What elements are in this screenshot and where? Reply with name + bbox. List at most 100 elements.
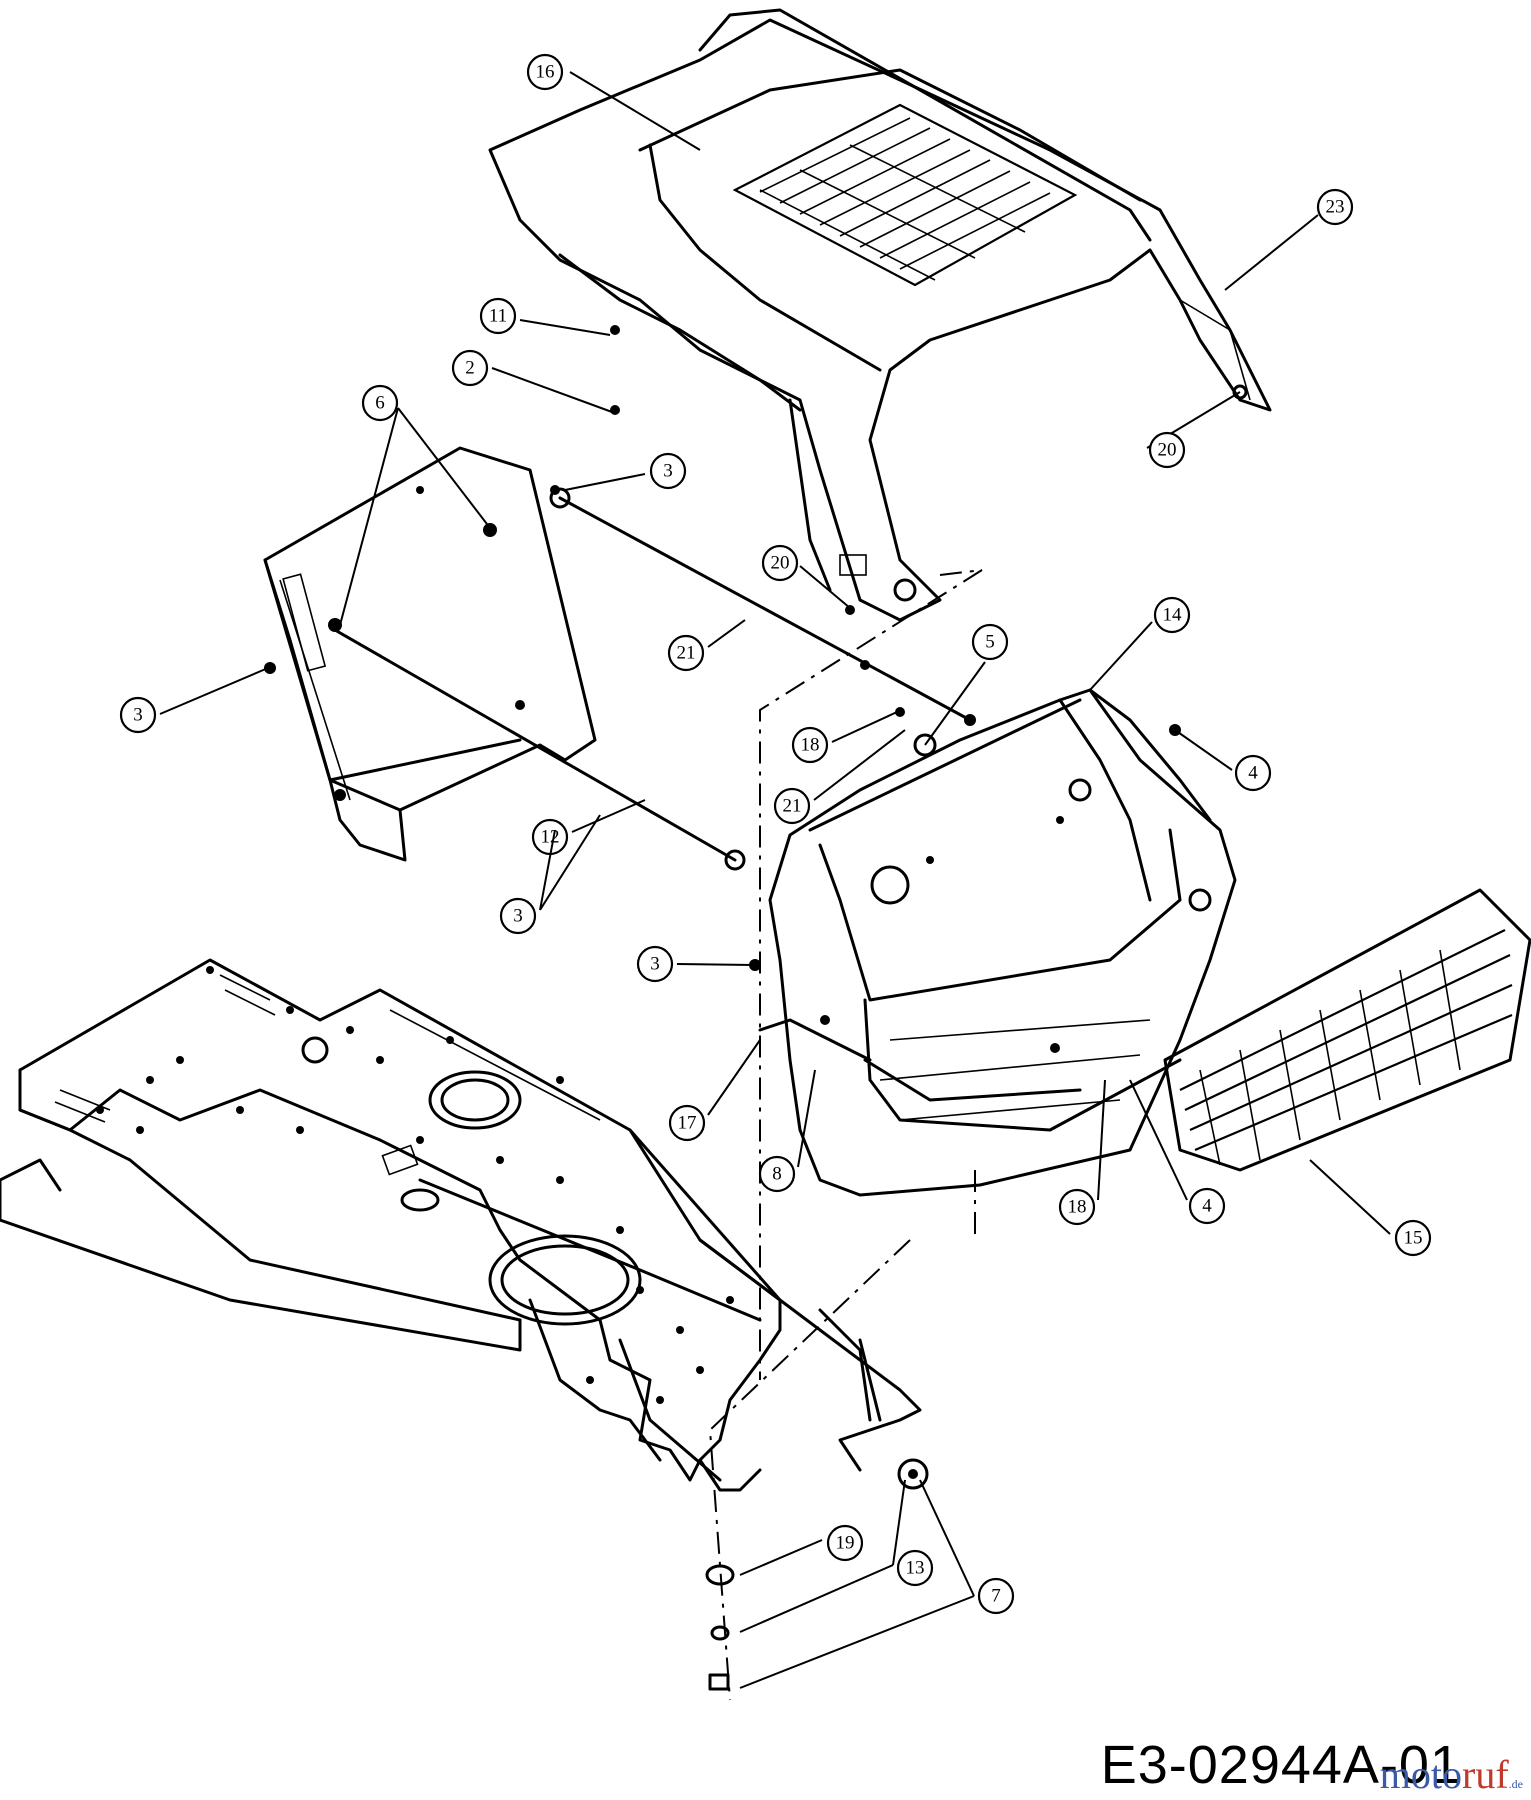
callout-leader-line (1309, 1159, 1391, 1235)
callout-circle (1394, 1219, 1432, 1257)
callout-circle (668, 1104, 706, 1142)
callout-7: 7 (977, 1577, 1015, 1615)
callout-leader-line (519, 319, 611, 336)
callout-number: 21 (783, 796, 802, 817)
callout-21: 21 (667, 634, 705, 672)
callout-circle (977, 1577, 1015, 1615)
callout-leader-line (339, 407, 399, 626)
callout-circle (667, 634, 705, 672)
callout-circle (826, 1524, 864, 1562)
callout-leader-line (1174, 729, 1233, 771)
callout-circle (479, 297, 517, 335)
callout-leader-line (397, 407, 491, 529)
callout-12: 12 (531, 818, 569, 856)
callout-circle (758, 1155, 796, 1193)
callout-leader-line (739, 1539, 823, 1576)
callout-number: 20 (771, 553, 790, 574)
callout-21: 21 (773, 787, 811, 825)
callout-number: 6 (375, 393, 385, 414)
callout-number: 18 (801, 735, 820, 756)
callout-number: 11 (489, 306, 507, 327)
callout-number: 19 (836, 1533, 855, 1554)
callout-3: 3 (119, 696, 157, 734)
callout-number: 5 (985, 632, 995, 653)
callout-leader-line (919, 1479, 975, 1597)
callout-20: 20 (761, 544, 799, 582)
callout-leader-line (569, 71, 701, 151)
callout-11: 11 (479, 297, 517, 335)
callout-4: 4 (1188, 1187, 1226, 1225)
callout-20: 20 (1148, 431, 1186, 469)
callout-leader-line (739, 1564, 894, 1633)
callout-leader-line (739, 1595, 975, 1689)
callout-number: 3 (513, 906, 523, 927)
callout-number: 4 (1248, 763, 1258, 784)
callout-circle (971, 623, 1009, 661)
callout-circle (773, 787, 811, 825)
callout-number: 14 (1163, 605, 1183, 626)
callout-number: 23 (1326, 197, 1345, 218)
callout-leader-line (831, 711, 898, 743)
callout-number: 3 (663, 461, 673, 482)
callout-leader-line (892, 1479, 906, 1566)
site-watermark: motoruf.de (1380, 1751, 1523, 1798)
callout-circle (451, 349, 489, 387)
callout-leader-line (539, 829, 556, 911)
callout-leader-line (1097, 1079, 1106, 1201)
support-rod-part (333, 487, 976, 871)
drawing-code: E3-02944A-01 (1100, 1735, 1461, 1795)
callout-3: 3 (649, 452, 687, 490)
callout-6: 6 (361, 384, 399, 422)
front-nose-part (758, 688, 1237, 1197)
callout-5: 5 (971, 623, 1009, 661)
callout-leader-line (1089, 621, 1153, 691)
dashboard-panel-part (263, 446, 597, 862)
callout-circle (896, 1549, 934, 1587)
callout-leader-line (159, 667, 269, 715)
callout-number: 4 (1202, 1196, 1212, 1217)
callout-number: 20 (1158, 440, 1177, 461)
callout-leader-line (813, 729, 906, 801)
callout-18: 18 (791, 726, 829, 764)
callout-leader-line (707, 619, 746, 648)
callout-leader-line (539, 814, 601, 911)
callout-17: 17 (668, 1104, 706, 1142)
callout-number: 17 (678, 1113, 697, 1134)
watermark-part-b: ruf (1462, 1752, 1509, 1797)
callout-number: 7 (991, 1586, 1001, 1607)
callout-number: 16 (536, 62, 555, 83)
callout-number: 3 (650, 954, 660, 975)
callout-circle (1148, 431, 1186, 469)
callout-leader-line (797, 1069, 816, 1168)
callout-8: 8 (758, 1155, 796, 1193)
callout-labels: 16 23 11 2 6 3 20 20 21 5 14 3 4 18 21 12 3 3 17 8 18 4 15 19 13… (119, 53, 1432, 1689)
callout-15: 15 (1394, 1219, 1432, 1257)
front-grille-part (1163, 888, 1531, 1172)
callout-circle (526, 53, 564, 91)
callout-circle (1234, 754, 1272, 792)
callout-circle (636, 945, 674, 983)
callout-leader-line (924, 661, 986, 746)
callout-circle (499, 897, 537, 935)
callout-number: 2 (465, 358, 475, 379)
callout-number: 15 (1404, 1228, 1423, 1249)
callout-16: 16 (526, 53, 564, 91)
frame-chassis-part (0, 958, 922, 1492)
callout-circle (1153, 596, 1191, 634)
callout-number: 13 (906, 1558, 925, 1579)
callout-leader-line (676, 963, 754, 966)
callout-19: 19 (826, 1524, 864, 1562)
callout-leader-line (1129, 1079, 1188, 1201)
callout-number: 3 (133, 705, 143, 726)
callout-leader-line (571, 799, 646, 833)
callout-circle (649, 452, 687, 490)
callout-leader-line (707, 1039, 761, 1116)
callout-13: 13 (896, 1549, 934, 1587)
callout-circle (361, 384, 399, 422)
callout-number: 21 (677, 643, 696, 664)
callout-number: 18 (1068, 1197, 1087, 1218)
callout-circle (119, 696, 157, 734)
hood-part (488, 8, 1272, 622)
callout-leader-line (1224, 214, 1319, 291)
